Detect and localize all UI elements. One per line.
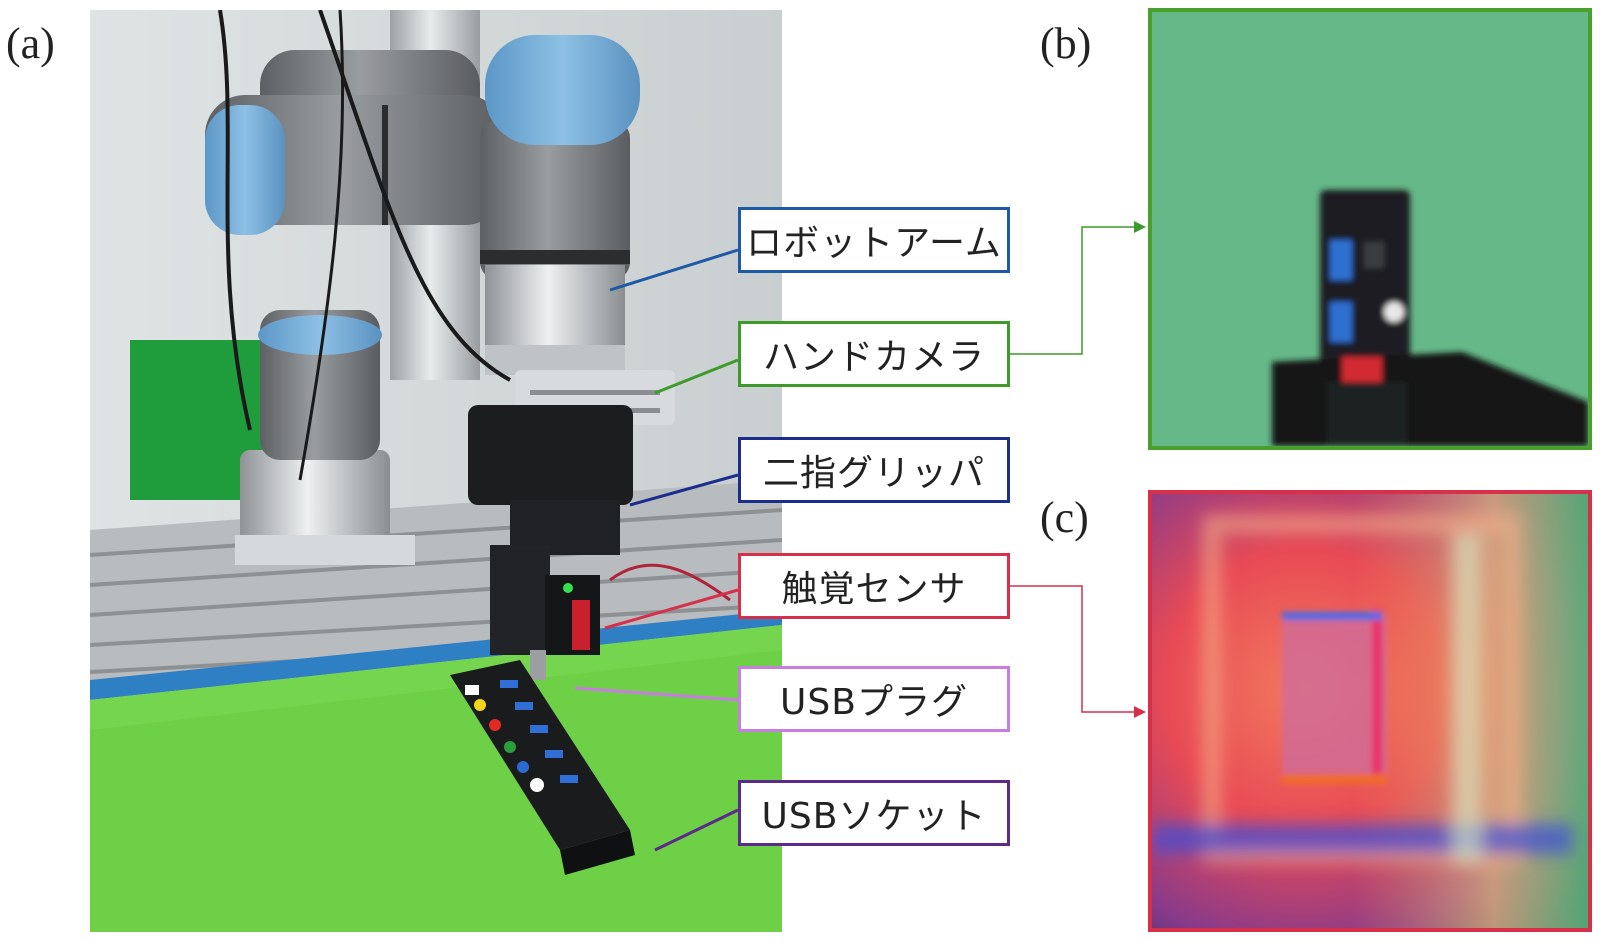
hand-camera-label: ハンドカメラ xyxy=(738,321,1010,387)
hand-camera-view xyxy=(1148,8,1592,450)
tactile-sensor-image xyxy=(1148,490,1592,932)
gripper-label: 二指グリッパ xyxy=(738,437,1010,503)
robot-setup-photo xyxy=(90,10,782,932)
panel-label-c: (c) xyxy=(1040,493,1089,542)
tactile-sensor-label: 触覚センサ xyxy=(738,553,1010,619)
panel-label-b: (b) xyxy=(1040,19,1092,68)
usb-plug-label: USBプラグ xyxy=(738,666,1010,732)
usb-socket-label: USBソケット xyxy=(738,780,1010,846)
robot-arm-label: ロボットアーム xyxy=(738,207,1010,273)
panel-label-a: (a) xyxy=(6,19,55,68)
